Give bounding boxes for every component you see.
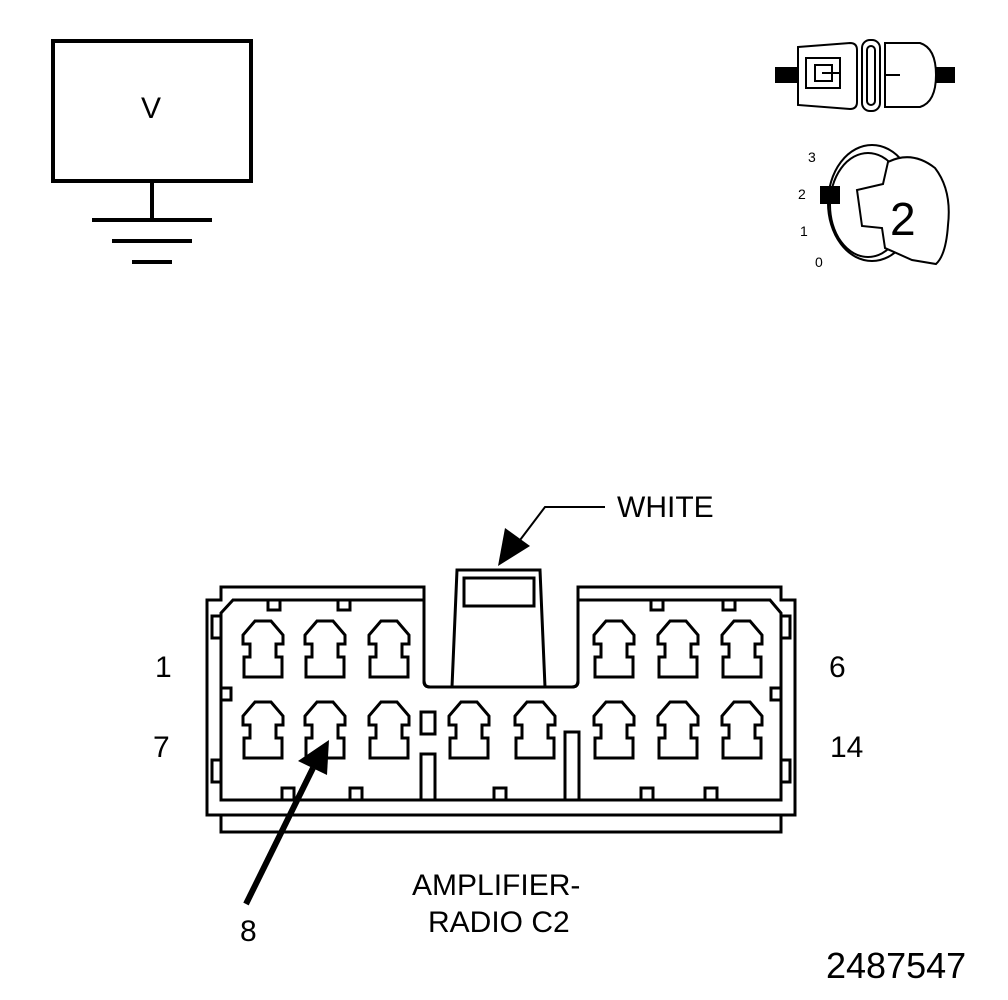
cavity-7 bbox=[241, 700, 285, 760]
cavity-12 bbox=[592, 700, 636, 760]
indicated-pin-label: 8 bbox=[240, 915, 257, 948]
cavity-4 bbox=[592, 619, 636, 679]
voltmeter-label: V bbox=[141, 92, 162, 125]
ignition-position-2: 2 bbox=[798, 186, 806, 202]
figure-number: 2487547 bbox=[826, 945, 967, 986]
ignition-position-0: 0 bbox=[815, 254, 823, 270]
cavity-5 bbox=[656, 619, 700, 679]
cavity-11 bbox=[513, 700, 557, 760]
cavity-9 bbox=[367, 700, 411, 760]
ignition-position-1: 1 bbox=[800, 223, 808, 239]
cavity-3 bbox=[367, 619, 411, 679]
connector-name-line1: AMPLIFIER- bbox=[412, 869, 581, 902]
cavity-13 bbox=[656, 700, 700, 760]
pin-8-arrow bbox=[243, 740, 329, 906]
pin-label-1: 1 bbox=[155, 651, 172, 684]
ignition-key-number: 2 bbox=[890, 193, 916, 245]
connector-mating-icon bbox=[775, 39, 955, 112]
cavity-2 bbox=[303, 619, 347, 679]
color-pointer-arrow bbox=[498, 506, 605, 566]
voltmeter-symbol bbox=[51, 39, 253, 264]
ignition-position-3: 3 bbox=[808, 149, 816, 165]
connector-body bbox=[205, 568, 797, 834]
ignition-switch-icon bbox=[820, 144, 950, 266]
cavity-1 bbox=[241, 619, 285, 679]
cavity-14 bbox=[720, 700, 764, 760]
pin-label-6: 6 bbox=[829, 651, 846, 684]
cavity-6 bbox=[720, 619, 764, 679]
connector-name-line2: RADIO C2 bbox=[428, 906, 570, 939]
cavity-10 bbox=[447, 700, 491, 760]
pin-label-7: 7 bbox=[153, 731, 170, 764]
connector-color-label: WHITE bbox=[617, 491, 714, 524]
pin-label-14: 14 bbox=[830, 731, 864, 764]
connector-cavities bbox=[241, 619, 764, 760]
